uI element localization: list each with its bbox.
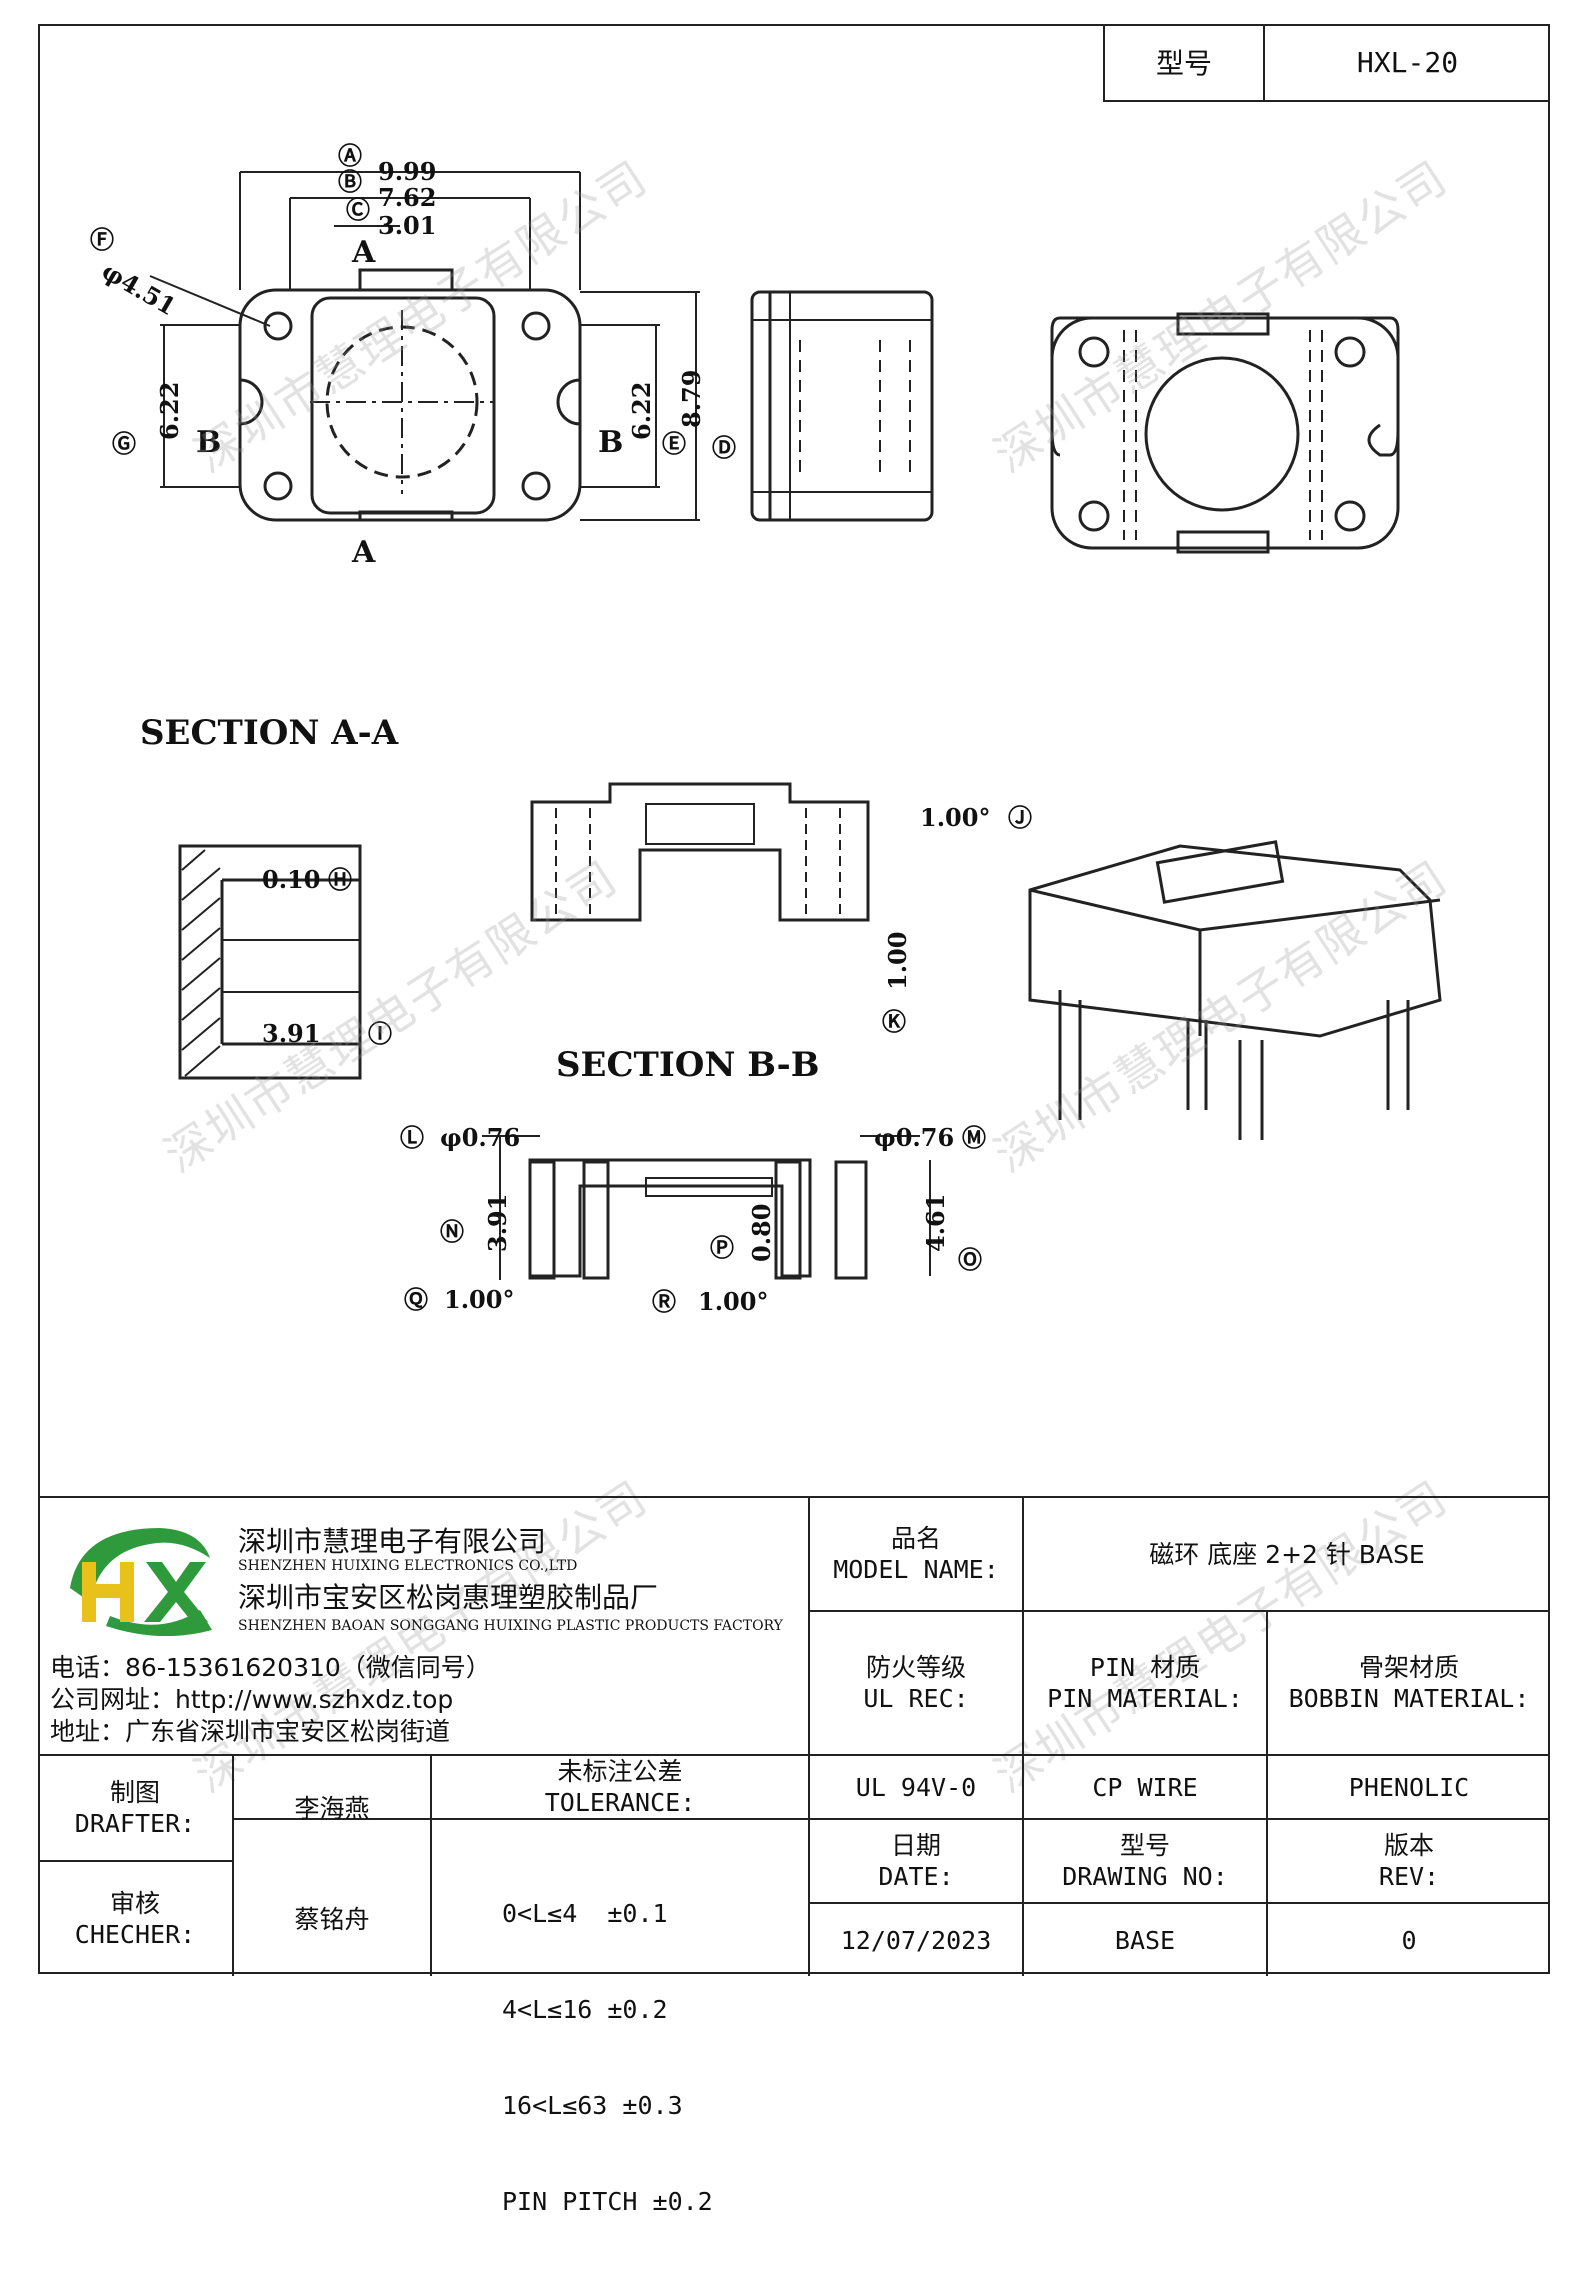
- date-value: 12/07/2023: [840, 1925, 992, 1955]
- dim-o-value: 4.61: [921, 1194, 950, 1252]
- company-name-en: SHENZHEN HUIXING ELECTRONICS CO.,LTD: [238, 1558, 578, 1574]
- dim-r-label: Ⓡ: [652, 1287, 676, 1316]
- dim-a-value: 9.99: [378, 157, 436, 186]
- dim-q-value: 1.00°: [444, 1285, 514, 1314]
- pin-material-value: CP WIRE: [1092, 1772, 1198, 1802]
- company-address: 地址：广东省深圳市宝安区松岗街道: [50, 1717, 451, 1746]
- section-b-right: B: [598, 425, 623, 460]
- drawing-no-value: BASE: [1114, 1925, 1176, 1955]
- dim-b-value: 7.62: [378, 183, 436, 212]
- dim-c-label: Ⓒ: [346, 195, 370, 224]
- dim-n-label: Ⓝ: [440, 1217, 464, 1246]
- section-bb-title: SECTION B-B: [556, 1045, 819, 1085]
- dim-c-value: 3.01: [378, 211, 436, 240]
- dim-k-value: 1.00: [883, 932, 912, 990]
- section-aa-title: SECTION A-A: [140, 713, 399, 753]
- dim-m-value: φ0.76: [874, 1123, 954, 1152]
- dim-i-label: Ⓘ: [368, 1019, 392, 1048]
- side-view: [750, 290, 934, 522]
- bobbin-material-value: PHENOLIC: [1348, 1772, 1470, 1802]
- dim-i-value: 3.91: [262, 1019, 320, 1048]
- bottom-view: [1050, 312, 1400, 554]
- dim-h-value: 0.10: [262, 865, 320, 894]
- title-block: HX 深圳市慧理电子有限公司 SHENZHEN HUIXING ELECTRON…: [38, 1496, 1550, 2216]
- isometric-view: [1028, 840, 1442, 1140]
- section-bb-view: [482, 1135, 931, 1280]
- dim-h-label: Ⓗ: [328, 865, 352, 894]
- company-name-cn: 深圳市慧理电子有限公司: [238, 1525, 547, 1558]
- dim-g-value: 6.22: [155, 382, 184, 440]
- checker-name: 蔡铭舟: [294, 1904, 370, 1934]
- dim-b-label: Ⓑ: [338, 167, 362, 196]
- company-phone: 电话：86-15361620310（微信同号）: [50, 1653, 491, 1682]
- tolerance-table: 0<L≤4 ±0.1 4<L≤16 ±0.2 16<L≤63 ±0.3 PIN …: [502, 1834, 713, 2282]
- dim-p-label: Ⓟ: [710, 1233, 734, 1262]
- section-a-bottom: A: [351, 535, 376, 570]
- dim-d-label: Ⓓ: [712, 433, 736, 462]
- dim-r-value: 1.00°: [698, 1287, 768, 1316]
- top-view: [149, 171, 700, 522]
- dim-k-label: Ⓚ: [882, 1007, 906, 1036]
- drawing-sheet: [38, 24, 1550, 1974]
- company-website: 公司网址：http://www.szhxdz.top: [50, 1685, 454, 1714]
- dim-q-label: Ⓠ: [404, 1285, 428, 1314]
- tolerance-row: 0<L≤4 ±0.1: [502, 1899, 668, 1928]
- factory-name-en: SHENZHEN BAOAN SONGGANG HUIXING PLASTIC …: [238, 1618, 783, 1634]
- dim-d-value: 8.79: [677, 370, 706, 428]
- dim-f-value: φ4.51: [97, 256, 181, 321]
- tolerance-row: 4<L≤16 ±0.2: [502, 1995, 668, 2024]
- dim-e-value: 6.22: [627, 382, 656, 440]
- ul-rec-value: UL 94V-0: [855, 1772, 977, 1802]
- model-name-value: 磁环 底座 2+2 针 BASE: [1149, 1539, 1425, 1569]
- dim-f-label: Ⓕ: [90, 225, 114, 254]
- section-b-left: B: [196, 425, 221, 460]
- dim-g-label: Ⓖ: [112, 429, 136, 458]
- dim-l-value: φ0.76: [440, 1123, 520, 1152]
- drafter-name: 李海燕: [294, 1793, 370, 1823]
- dim-o-label: Ⓞ: [958, 1245, 982, 1274]
- dim-l-label: Ⓛ: [400, 1123, 424, 1152]
- factory-name-cn: 深圳市宝安区松岗惠理塑胶制品厂: [238, 1581, 659, 1614]
- tolerance-row: 16<L≤63 ±0.3: [502, 2091, 683, 2120]
- dim-a-label: Ⓐ: [338, 141, 362, 170]
- company-logo: HX: [50, 1518, 212, 1636]
- dim-e-label: Ⓔ: [662, 429, 686, 458]
- dim-m-label: Ⓜ: [962, 1123, 986, 1152]
- model-header: 型号 HXL-20: [1103, 24, 1550, 102]
- rev-value: 0: [1401, 1925, 1417, 1955]
- tolerance-row: PIN PITCH ±0.2: [502, 2187, 713, 2216]
- dim-n-value: 3.91: [483, 1194, 512, 1252]
- section-aa-view: [178, 844, 362, 1080]
- dim-j-label: Ⓙ: [1008, 803, 1032, 832]
- dim-p-value: 0.80: [747, 1204, 776, 1262]
- model-value: HXL-20: [1356, 45, 1459, 79]
- section-a-top: A: [351, 235, 376, 270]
- logo-text: HX: [50, 1518, 76, 1522]
- section-bb-top-view: [530, 782, 870, 922]
- technical-drawing: Ⓐ 9.99 Ⓑ 7.62 Ⓒ 3.01 Ⓕ φ4.51 Ⓖ 6.22 Ⓔ 6.…: [90, 141, 1442, 1316]
- dim-j-value: 1.00°: [920, 803, 990, 832]
- model-label: 型号: [1105, 24, 1265, 100]
